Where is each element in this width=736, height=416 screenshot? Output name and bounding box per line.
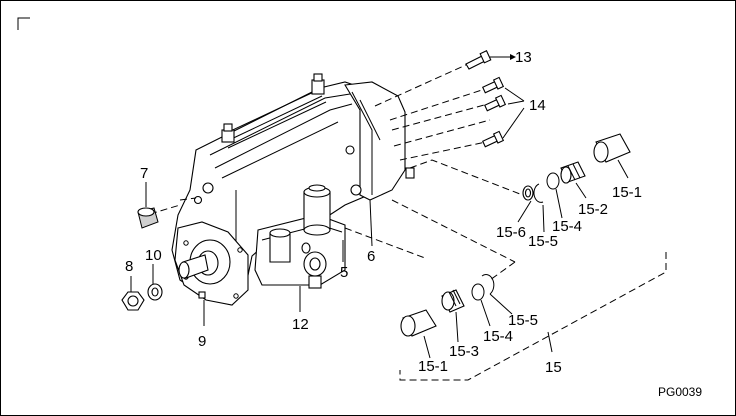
callout-15-4-bottom: 15-4 [483,328,513,345]
callout-15-3: 15-3 [449,343,479,360]
callout-5: 5 [340,264,348,281]
feed-pump [303,191,331,231]
callout-15-1-bottom: 15-1 [418,358,448,375]
bolts-14 [482,76,507,148]
washer-10 [147,283,163,301]
upper-kit-parts [522,133,631,203]
cap-7 [137,207,159,229]
callout-15-6: 15-6 [496,224,526,241]
callout-15-2: 15-2 [578,201,608,218]
corner-mark [17,17,30,30]
callout-10: 10 [145,247,162,264]
leader-lines [149,63,667,381]
callout-15: 15 [545,359,562,376]
callout-15-1-top: 15-1 [612,184,642,201]
lower-kit-parts [400,274,495,337]
top-fitting [311,79,325,95]
callout-15-5-bottom: 15-5 [508,312,538,329]
figure-reference: PG0039 [658,385,702,399]
callout-15-5-top: 15-5 [528,233,558,250]
callout-9: 9 [198,333,206,350]
callout-12: 12 [292,316,309,333]
callout-15-4-top: 15-4 [552,218,582,235]
valve-fitting [301,242,327,289]
nut-8 [121,291,145,311]
bolt-13 [465,50,492,70]
injection-pump-body [171,73,415,306]
callout-7: 7 [140,165,148,182]
callout-8: 8 [125,258,133,275]
callout-14: 14 [529,97,546,114]
callout-6: 6 [367,248,375,265]
callout-13: 13 [515,49,532,66]
key-9 [198,291,206,299]
